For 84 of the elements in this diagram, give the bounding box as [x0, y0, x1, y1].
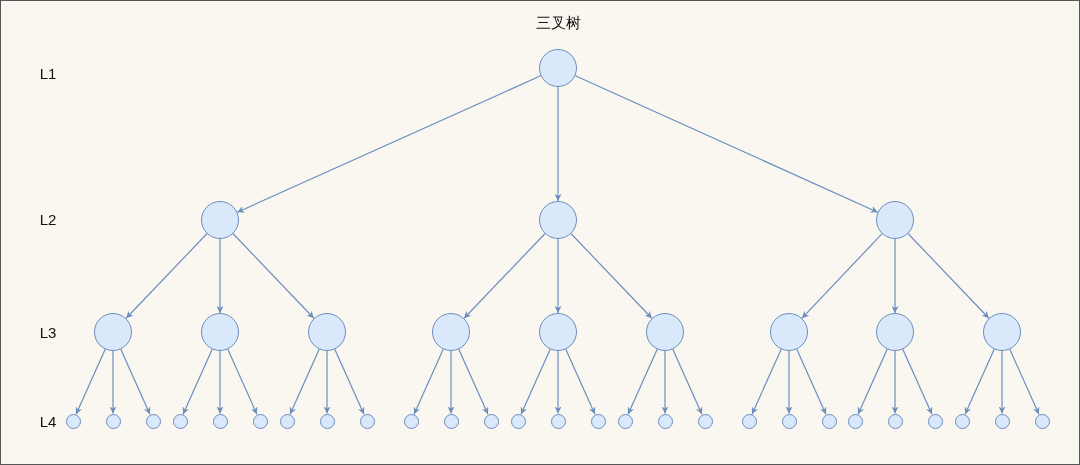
tree-node-circle [483, 413, 499, 429]
tree-node-circle [617, 413, 633, 429]
tree-node-circle [741, 413, 757, 429]
tree-node-circle [539, 313, 577, 351]
tree-node-circle [105, 413, 121, 429]
arrow [125, 233, 208, 319]
tree-node-circle [65, 413, 81, 429]
tree-node-circle [697, 413, 713, 429]
arrow [891, 350, 899, 415]
arrow [236, 75, 542, 213]
arrow [75, 348, 106, 415]
arrow [891, 238, 899, 314]
tree-node-circle [319, 413, 335, 429]
tree-node-circle [94, 313, 132, 351]
tree-node-circle [770, 313, 808, 351]
tree-node-circle [403, 413, 419, 429]
tree-node-circle [550, 413, 566, 429]
arrow [458, 348, 489, 415]
arrow [627, 348, 658, 415]
arrow [554, 86, 562, 202]
arrow [463, 233, 546, 319]
tree-node-circle [876, 201, 914, 239]
tree-node-circle [876, 313, 914, 351]
tree-node-circle [657, 413, 673, 429]
tree-node-circle [308, 313, 346, 351]
arrow [227, 348, 258, 415]
arrow [672, 348, 703, 415]
tree-node-circle [252, 413, 268, 429]
tree-node-circle [646, 313, 684, 351]
arrow [570, 233, 653, 319]
tree-node-circle [847, 413, 863, 429]
tree-node-circle [983, 313, 1021, 351]
arrow [182, 348, 213, 415]
tree-node-circle [590, 413, 606, 429]
tree-node-circle [432, 313, 470, 351]
arrow [998, 350, 1006, 415]
tree-node-circle [539, 49, 577, 87]
arrow [232, 233, 315, 319]
tree-node-circle [781, 413, 797, 429]
level-label: L2 [39, 210, 57, 228]
arrow [413, 348, 444, 415]
arrow [785, 350, 793, 415]
tree-node-circle [201, 313, 239, 351]
arrow [216, 350, 224, 415]
tree-node-circle [1034, 413, 1050, 429]
arrow [447, 350, 455, 415]
tree-node-circle [201, 201, 239, 239]
title: 三叉树 [535, 13, 581, 33]
arrow [857, 348, 888, 415]
arrow [801, 233, 883, 319]
arrow [109, 350, 117, 415]
tree-node-circle [954, 413, 970, 429]
tree-node-circle [145, 413, 161, 429]
tree-node-circle [821, 413, 837, 429]
level-label: L3 [39, 323, 57, 341]
arrow [751, 348, 782, 415]
arrow [554, 238, 562, 314]
arrow [565, 348, 596, 415]
arrow [216, 238, 224, 314]
arrow [120, 348, 151, 415]
arrow [554, 350, 562, 415]
arrow [334, 348, 365, 415]
tree-node-circle [172, 413, 188, 429]
arrow [796, 348, 827, 415]
arrow [289, 348, 320, 415]
tree-node-circle [212, 413, 228, 429]
tree-node-circle [443, 413, 459, 429]
tree-node-circle [539, 201, 577, 239]
level-label: L1 [39, 64, 57, 82]
arrow [661, 350, 669, 415]
level-label: L4 [39, 412, 57, 430]
tree-node-circle [510, 413, 526, 429]
tree-node-circle [359, 413, 375, 429]
tree-node-circle [279, 413, 295, 429]
arrow [902, 348, 933, 415]
arrow [907, 233, 990, 319]
tree-node-circle [994, 413, 1010, 429]
arrow [964, 348, 995, 415]
arrow [574, 75, 879, 213]
arrow [520, 348, 551, 415]
tree-node-circle [927, 413, 943, 429]
arrow [323, 350, 331, 415]
arrow [1009, 348, 1040, 415]
tree-node-circle [887, 413, 903, 429]
